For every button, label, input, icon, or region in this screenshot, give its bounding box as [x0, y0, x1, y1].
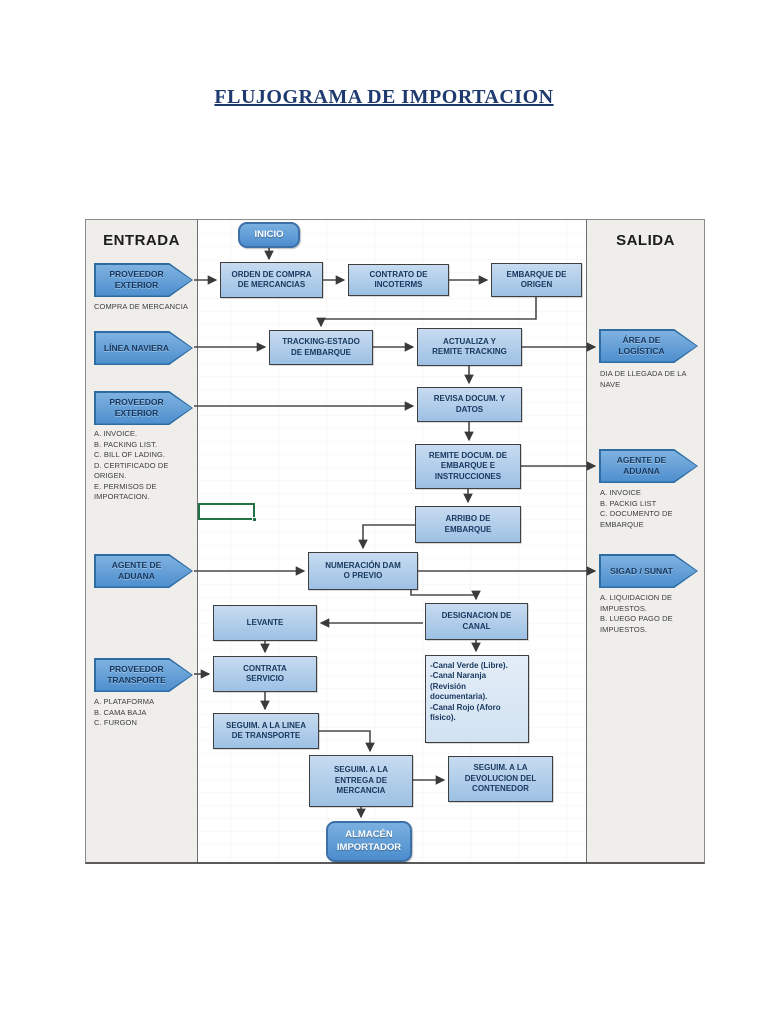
- arrow-fill: [600, 450, 697, 482]
- process-orden-compra: ORDEN DE COMPRA DE MERCANCIAS: [220, 262, 323, 298]
- arrow-fill: [95, 555, 192, 587]
- note-documentos-embarque: A. INVOICE B. PACKIG LIST C. DOCUMENTO D…: [600, 488, 673, 529]
- input-linea-naviera: LÍNEA NAVIERA: [94, 331, 193, 365]
- process-actualiza-tracking: ACTUALIZA Y REMITE TRACKING: [417, 328, 522, 366]
- salida-column: SALIDA: [586, 220, 704, 862]
- arrow-fill: [95, 392, 192, 424]
- arrow-fill: [95, 332, 192, 364]
- input-proveedor-transporte: PROVEEDOR TRANSPORTE: [94, 658, 193, 692]
- page-title: FLUJOGRAMA DE IMPORTACION: [214, 86, 554, 108]
- process-seguimiento-entrega: SEGUIM. A LA ENTREGA DE MERCANCIA: [309, 755, 413, 807]
- process-seguimiento-devolucion: SEGUIM. A LA DEVOLUCION DEL CONTENEDOR: [448, 756, 553, 802]
- process-seguimiento-linea-transporte: SEGUIM. A LA LINEA DE TRANSPORTE: [213, 713, 319, 749]
- fill-handle: [251, 516, 257, 522]
- note-tipos-transporte: A. PLATAFORMA B. CAMA BAJA C. FURGON: [94, 697, 155, 727]
- process-contrato-incoterms: CONTRATO DE INCOTERMS: [348, 264, 449, 296]
- input-proveedor-exterior-2: PROVEEDOR EXTERIOR: [94, 391, 193, 425]
- output-sigad-sunat: SIGAD / SUNAT: [599, 554, 698, 588]
- terminal-inicio: INICIO: [238, 222, 300, 248]
- arrow-fill: [95, 659, 192, 691]
- process-arribo-embarque: ARRIBO DE EMBARQUE: [415, 506, 521, 543]
- process-remite-documentos: REMITE DOCUM. DE EMBARQUE E INSTRUCCIONE…: [415, 444, 521, 489]
- selection-rectangle: [198, 503, 257, 522]
- entrada-column: ENTRADA: [86, 220, 198, 862]
- note-documentos-importacion: A. INVOICE. B. PACKING LIST. C. BILL OF …: [94, 429, 169, 501]
- output-agente-aduana: AGENTE DE ADUANA: [599, 449, 698, 483]
- flow-connectors: [194, 248, 597, 819]
- info-canales: -Canal Verde (Libre). -Canal Naranja (Re…: [425, 655, 529, 743]
- arrow-fill: [95, 264, 192, 296]
- process-designacion-canal: DESIGNACION DE CANAL: [425, 603, 528, 640]
- salida-header: SALIDA: [616, 232, 675, 249]
- arrow-fill: [600, 330, 697, 362]
- arrow-fill: [600, 555, 697, 587]
- terminal-almacen-importador: ALMACÉN IMPORTADOR: [326, 821, 412, 862]
- output-area-logistica: ÁREA DE LOGÍSTICA: [599, 329, 698, 363]
- import-flowchart: ENTRADA SALIDA: [85, 219, 705, 864]
- entrada-header: ENTRADA: [103, 232, 180, 249]
- process-embarque-origen: EMBARQUE DE ORIGEN: [491, 263, 582, 297]
- input-agente-aduana: AGENTE DE ADUANA: [94, 554, 193, 588]
- input-proveedor-exterior-1: PROVEEDOR EXTERIOR: [94, 263, 193, 297]
- process-levante: LEVANTE: [213, 605, 317, 641]
- note-liquidacion-impuestos: A. LIQUIDACION DE IMPUESTOS. B. LUEGO PA…: [600, 593, 673, 634]
- process-tracking-embarque: TRACKING-ESTADO DE EMBARQUE: [269, 330, 373, 365]
- note-llegada-nave: DIA DE LLEGADA DE LA NAVE: [600, 369, 687, 389]
- process-revisa-documentos: REVISA DOCUM. Y DATOS: [417, 387, 522, 422]
- process-numeracion-dam: NUMERACIÓN DAM O PREVIO: [308, 552, 418, 590]
- process-contrata-servicio: CONTRATA SERVICIO: [213, 656, 317, 692]
- note-compra-mercancia: COMPRA DE MERCANCIA: [94, 302, 188, 311]
